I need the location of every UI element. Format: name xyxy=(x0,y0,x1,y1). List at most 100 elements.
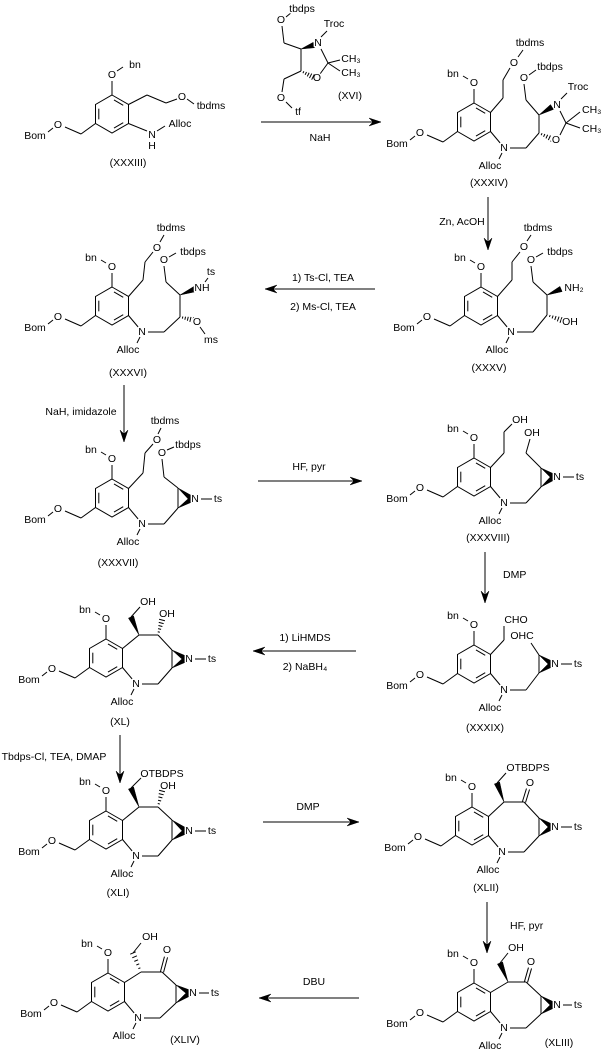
bond-line xyxy=(475,1010,486,1017)
hydroxyl-label: OH xyxy=(160,780,176,792)
oxygen-label: O xyxy=(54,119,62,131)
bond-line xyxy=(475,485,486,492)
aziridine-nitrogen-label: N xyxy=(189,987,197,999)
oxygen-label: O xyxy=(477,261,485,273)
bond-line xyxy=(94,783,101,788)
bond-line xyxy=(426,676,444,685)
nitrogen-label: N xyxy=(132,678,140,690)
wedge-bond xyxy=(494,781,505,803)
hashed-bond xyxy=(551,315,554,319)
bond-line xyxy=(488,801,505,817)
oxygen-label: O xyxy=(153,242,161,254)
alloc-label: Alloc xyxy=(111,868,134,880)
compound-label: (XXXV) xyxy=(471,362,506,374)
bond-line xyxy=(113,291,124,298)
bond-line xyxy=(475,672,486,679)
hashed-bond xyxy=(136,963,140,966)
compound-label: (XXXIX) xyxy=(466,722,504,734)
benzene-ring xyxy=(95,286,129,326)
alloc-label: Alloc xyxy=(479,160,502,172)
hashed-bond xyxy=(548,314,551,318)
oxygen-label: O xyxy=(552,134,560,146)
arrowhead-icon xyxy=(482,940,492,954)
benzene-ring xyxy=(457,457,491,497)
bond-line xyxy=(469,259,476,264)
bond-line xyxy=(449,315,465,327)
bond-line xyxy=(526,234,532,242)
bond-line xyxy=(502,67,511,81)
wedge-bond xyxy=(128,786,140,808)
bond-line xyxy=(113,506,124,513)
hydrogen-label: H xyxy=(148,140,156,152)
aldehyde-label: CHO xyxy=(504,614,527,626)
bom-label: Bom xyxy=(386,680,408,692)
bond-line xyxy=(47,511,54,517)
bond-line xyxy=(532,281,548,296)
bond-line xyxy=(163,265,167,283)
bond-line xyxy=(165,281,181,296)
benzene-ring xyxy=(95,94,129,134)
wedge-bond xyxy=(538,104,554,116)
aziridine-nitrogen-label: N xyxy=(185,653,193,665)
bond-line xyxy=(161,458,165,478)
bond-line xyxy=(473,834,484,841)
bond-line xyxy=(498,152,503,160)
tbdms-label: tbdms xyxy=(157,222,186,234)
wedge-bond xyxy=(546,286,563,296)
bond-line xyxy=(530,265,534,283)
bond-line xyxy=(128,507,140,521)
oxygen-label: O xyxy=(48,663,56,675)
wedge-bond xyxy=(300,41,316,50)
bond-line xyxy=(440,835,456,847)
hydroxyl-label: OH xyxy=(524,427,540,439)
bond-line xyxy=(159,234,165,243)
alloc-label: Alloc xyxy=(111,696,134,708)
bond-line xyxy=(128,123,148,132)
oxygen-label: O xyxy=(520,241,528,253)
oxygen-label: O xyxy=(108,69,116,81)
reagent-step6: DMP xyxy=(503,569,526,581)
bond-line xyxy=(319,62,329,75)
bond-line xyxy=(442,131,458,143)
bond-line xyxy=(107,666,118,673)
reagent-step1: NaH xyxy=(309,132,330,144)
nitrogen-label: N xyxy=(507,326,515,338)
oxygen-label: O xyxy=(470,432,478,444)
bond-line xyxy=(204,277,209,283)
bond-line xyxy=(128,94,148,105)
bond-line xyxy=(490,673,502,687)
arrowhead-icon xyxy=(368,117,382,127)
benzene-ring xyxy=(457,644,491,684)
wedge-bond xyxy=(128,615,140,636)
oxygen-label: O xyxy=(104,947,112,959)
bond-line xyxy=(130,688,135,696)
oxygen-label: O xyxy=(48,835,56,847)
bond-line xyxy=(64,510,82,519)
bond-line xyxy=(535,252,544,258)
oxygen-label: O xyxy=(102,613,110,625)
nitrogen-label: N xyxy=(314,37,322,49)
bom-label: Bom xyxy=(386,1018,408,1030)
bom-label: Bom xyxy=(24,322,46,334)
oxygen-label: O xyxy=(313,72,321,84)
arrowhead-icon xyxy=(115,770,125,784)
alloc-label: Alloc xyxy=(117,344,140,356)
arrowhead-icon xyxy=(349,476,363,486)
bond-line xyxy=(186,98,195,105)
amine-label: NH₂ xyxy=(564,282,583,294)
wedge-bond xyxy=(171,649,188,662)
oxygen-label: O xyxy=(277,14,285,26)
bond-line xyxy=(146,94,167,104)
oxygen-label: O xyxy=(416,127,424,139)
bond-line xyxy=(442,1011,458,1023)
bond-line xyxy=(122,806,140,821)
bom-label: Bom xyxy=(24,130,46,142)
bond-line xyxy=(490,639,505,655)
bond-line xyxy=(490,1011,502,1025)
oxygen-label: O xyxy=(416,669,424,681)
wedge-bond xyxy=(171,819,189,834)
bond-line xyxy=(525,789,531,803)
benzyl-label: bn xyxy=(447,68,459,80)
